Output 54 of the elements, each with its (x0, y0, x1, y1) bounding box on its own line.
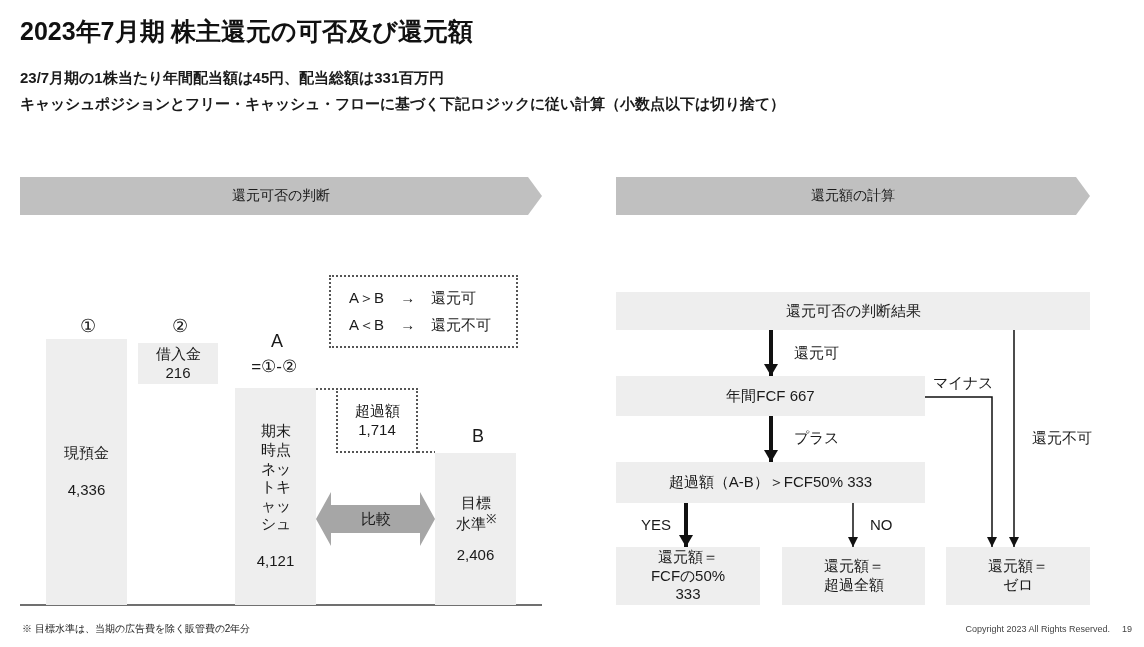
bar-label: 借入金 (155, 344, 201, 364)
page-title: 2023年7月期 株主還元の可否及び還元額 (20, 16, 474, 46)
edge-label: 還元可 (792, 344, 841, 362)
subtitle-text: キャッシュポジションとフリー・キャッシュ・フローに基づく下記ロジックに従い計算（小数点以下は切り捨て） (20, 95, 785, 113)
process-box (616, 292, 1090, 330)
bar-label: 期末時点ネットキャッシュ (259, 422, 292, 534)
arrow (848, 502, 858, 548)
bar (435, 453, 516, 605)
edge-label: 比較 (359, 510, 393, 528)
process-box (616, 462, 925, 503)
process-box (946, 547, 1090, 605)
subtitle-text: 23/7月期の1株当たり年間配当額は45円、配当総額は331百万円 (20, 69, 445, 87)
circled-number: ① (80, 316, 96, 338)
arrow (764, 330, 778, 376)
condition-text: A＜B → 還元不可 (349, 315, 492, 335)
box-text: 年間FCF 667 (726, 386, 815, 406)
bar-label: 目標水準$^{※}$ (454, 493, 497, 534)
column-letter: B (472, 426, 484, 448)
process-box (616, 376, 925, 416)
process-box (782, 547, 925, 605)
column-letter: A (271, 331, 283, 353)
condition-text: A＞B → 還元可 (349, 288, 477, 308)
dotted-box (329, 275, 518, 348)
band-title: 還元額の計算 (811, 187, 895, 205)
box-value: 1,714 (358, 420, 396, 440)
dotted-box (336, 388, 418, 453)
bar (46, 339, 127, 605)
bar-value: 4,336 (67, 481, 106, 500)
box-text: 還元額＝ゼロ (987, 557, 1049, 595)
footnote: ※ 目標水準は、当期の広告費を除く販管費の2年分 (22, 623, 251, 635)
elbow-arrow (924, 396, 997, 548)
bar-value: 216 (165, 363, 191, 383)
box-text: 還元可否の判断結果 (785, 301, 921, 321)
chevron-band (20, 177, 542, 215)
formula-label: =①-② (251, 356, 297, 378)
box-text: 還元額＝FCFの50% 333 (649, 548, 727, 604)
dotted-line (417, 451, 436, 453)
arrow (764, 416, 778, 462)
box-label: 超過額 (354, 401, 400, 421)
bar-value: 4,121 (256, 552, 295, 571)
band-title: 還元可否の判断 (232, 187, 330, 205)
bar-label: 現預金 (64, 444, 109, 463)
copyright-notice: Copyright 2023 All Rights Reserved. (965, 623, 1110, 635)
bar (235, 388, 316, 605)
page-number: 19 (1122, 623, 1132, 635)
chevron-band (616, 177, 1090, 215)
circled-number: ② (172, 316, 188, 338)
edge-label: 還元不可 (1030, 429, 1094, 447)
arrow (1009, 329, 1019, 548)
arrow (679, 503, 693, 547)
process-box (616, 547, 760, 605)
bar-value: 2,406 (456, 545, 495, 565)
box-text: 還元額＝超過全額 (822, 557, 885, 595)
box-text: 超過額（A-B）＞FCF50% 333 (668, 473, 873, 492)
